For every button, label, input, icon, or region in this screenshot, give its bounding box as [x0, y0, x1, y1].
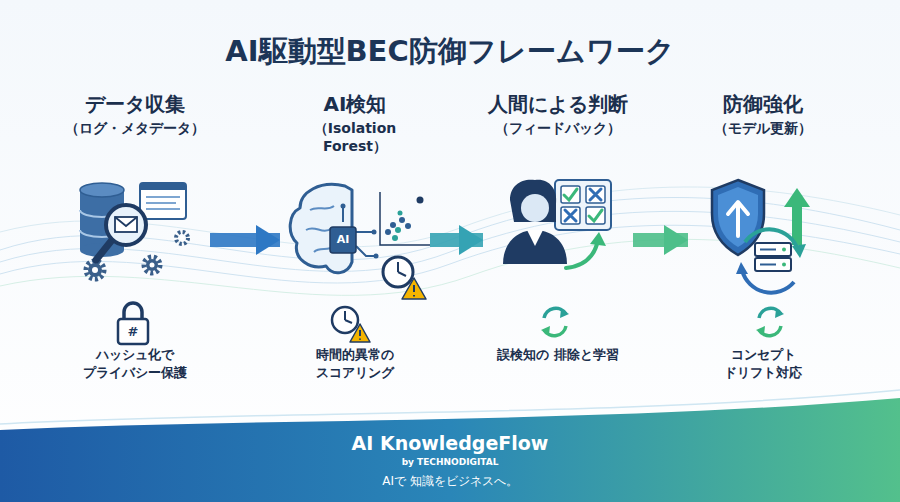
stage-caption: ハッシュ化で プライバシー保護	[65, 346, 205, 382]
lock-body	[118, 319, 148, 344]
stage-subtitle: （ログ・メタデータ）	[60, 119, 210, 137]
stage-caption: 時間的異常の スコアリング	[285, 346, 425, 382]
review-panel	[555, 180, 611, 230]
scatter-points	[385, 197, 424, 242]
person-hair	[510, 180, 556, 222]
person-collar	[527, 230, 543, 246]
lock-symbol: #	[128, 324, 139, 340]
warning-triangle	[402, 278, 426, 299]
human-review-icon	[503, 180, 611, 336]
sync-head	[775, 309, 784, 318]
data-point	[399, 217, 405, 223]
flow-arrow	[210, 233, 280, 247]
document-window	[140, 183, 186, 219]
defense-icon	[712, 180, 810, 336]
person-head	[521, 194, 549, 222]
stage-node: 防御強化 （モデル更新） コンセプト ドリフト対応	[688, 92, 838, 382]
gear-hole	[92, 267, 98, 273]
ai-chip	[330, 227, 356, 253]
ai-detection-icon	[290, 184, 430, 342]
brand-byline: by TECHNODIGITAL	[402, 457, 499, 468]
sync-head	[560, 309, 569, 318]
database-top	[80, 183, 124, 197]
lock-shackle	[124, 303, 142, 320]
brand-name: AI KnowledgeFlow	[352, 432, 549, 455]
circuit-node	[372, 230, 377, 235]
stage-subtitle: （フィードバック）	[483, 119, 633, 137]
data-point	[392, 235, 398, 241]
sync-head	[756, 326, 765, 335]
gear	[176, 232, 188, 244]
gear-hole	[180, 236, 184, 240]
shield-inner	[718, 187, 758, 247]
stage-caption: コンセプト ドリフト対応	[693, 346, 833, 382]
flow-arrow	[430, 233, 483, 247]
footer-band-edge	[0, 390, 900, 424]
clock-face	[332, 307, 358, 333]
gear	[146, 259, 158, 271]
gear	[88, 263, 102, 277]
server-lines	[760, 250, 776, 265]
magnifier-handle	[96, 240, 112, 260]
shield-up-arrow	[728, 202, 748, 236]
stage-node: 人間による判断 （フィードバック） 誤検知の 排除と学習	[483, 92, 633, 382]
stage-caption: 誤検知の 排除と学習	[488, 346, 628, 364]
update-cycle-head	[736, 262, 748, 274]
update-cycle-arc	[742, 270, 794, 293]
server-led	[782, 248, 786, 252]
circuit-node	[374, 254, 379, 259]
window-bar	[140, 183, 186, 190]
clock-hands	[398, 262, 406, 276]
envelope-flap	[115, 217, 137, 226]
outlier-point	[417, 197, 424, 204]
cross-mark	[565, 189, 601, 221]
stage-subtitle: （モデル更新）	[688, 119, 838, 137]
chip-label: AI	[337, 233, 350, 246]
server-led	[782, 263, 786, 267]
stage-heading: AI検知	[280, 92, 430, 116]
sync-head	[541, 326, 550, 335]
stage-node: AI検知 （Isolation Forest） 時間的異常の スコアリング	[280, 92, 430, 382]
clock-hands	[345, 311, 352, 323]
diagram-title: AI駆動型BEC防御フレームワーク	[0, 33, 900, 69]
flow-arrow	[633, 233, 688, 247]
gear	[144, 257, 160, 273]
circuit-node	[341, 204, 346, 209]
data-point	[405, 223, 411, 229]
brand-tagline: AIで 知識をビジネスへ。	[382, 474, 518, 488]
data-collection-icon	[80, 183, 188, 344]
data-point	[385, 229, 391, 235]
data-point	[398, 211, 403, 216]
stage-heading: 防御強化	[688, 92, 838, 116]
feedback-arrow-head	[590, 232, 606, 246]
document-lines	[146, 197, 180, 209]
data-point	[390, 222, 396, 228]
gear	[86, 261, 104, 279]
warning-mark	[359, 330, 361, 340]
gear-hole	[150, 263, 155, 268]
check-mark	[564, 189, 602, 221]
data-point	[395, 227, 401, 233]
growth-arrow-head	[784, 188, 810, 207]
envelope	[115, 217, 137, 232]
person-body	[503, 230, 567, 264]
wave-line	[0, 239, 900, 295]
warning-mark	[413, 285, 415, 297]
magnifier-lens	[106, 205, 146, 245]
clock-face	[383, 257, 413, 287]
scatter-axes	[380, 192, 430, 245]
update-cycle-head	[792, 244, 806, 258]
footer-band	[0, 398, 900, 502]
stage-heading: 人間による判断	[483, 92, 633, 116]
warning-triangle	[350, 324, 370, 342]
stage-subtitle: （Isolation Forest）	[280, 119, 430, 155]
stage-heading: データ収集	[60, 92, 210, 116]
